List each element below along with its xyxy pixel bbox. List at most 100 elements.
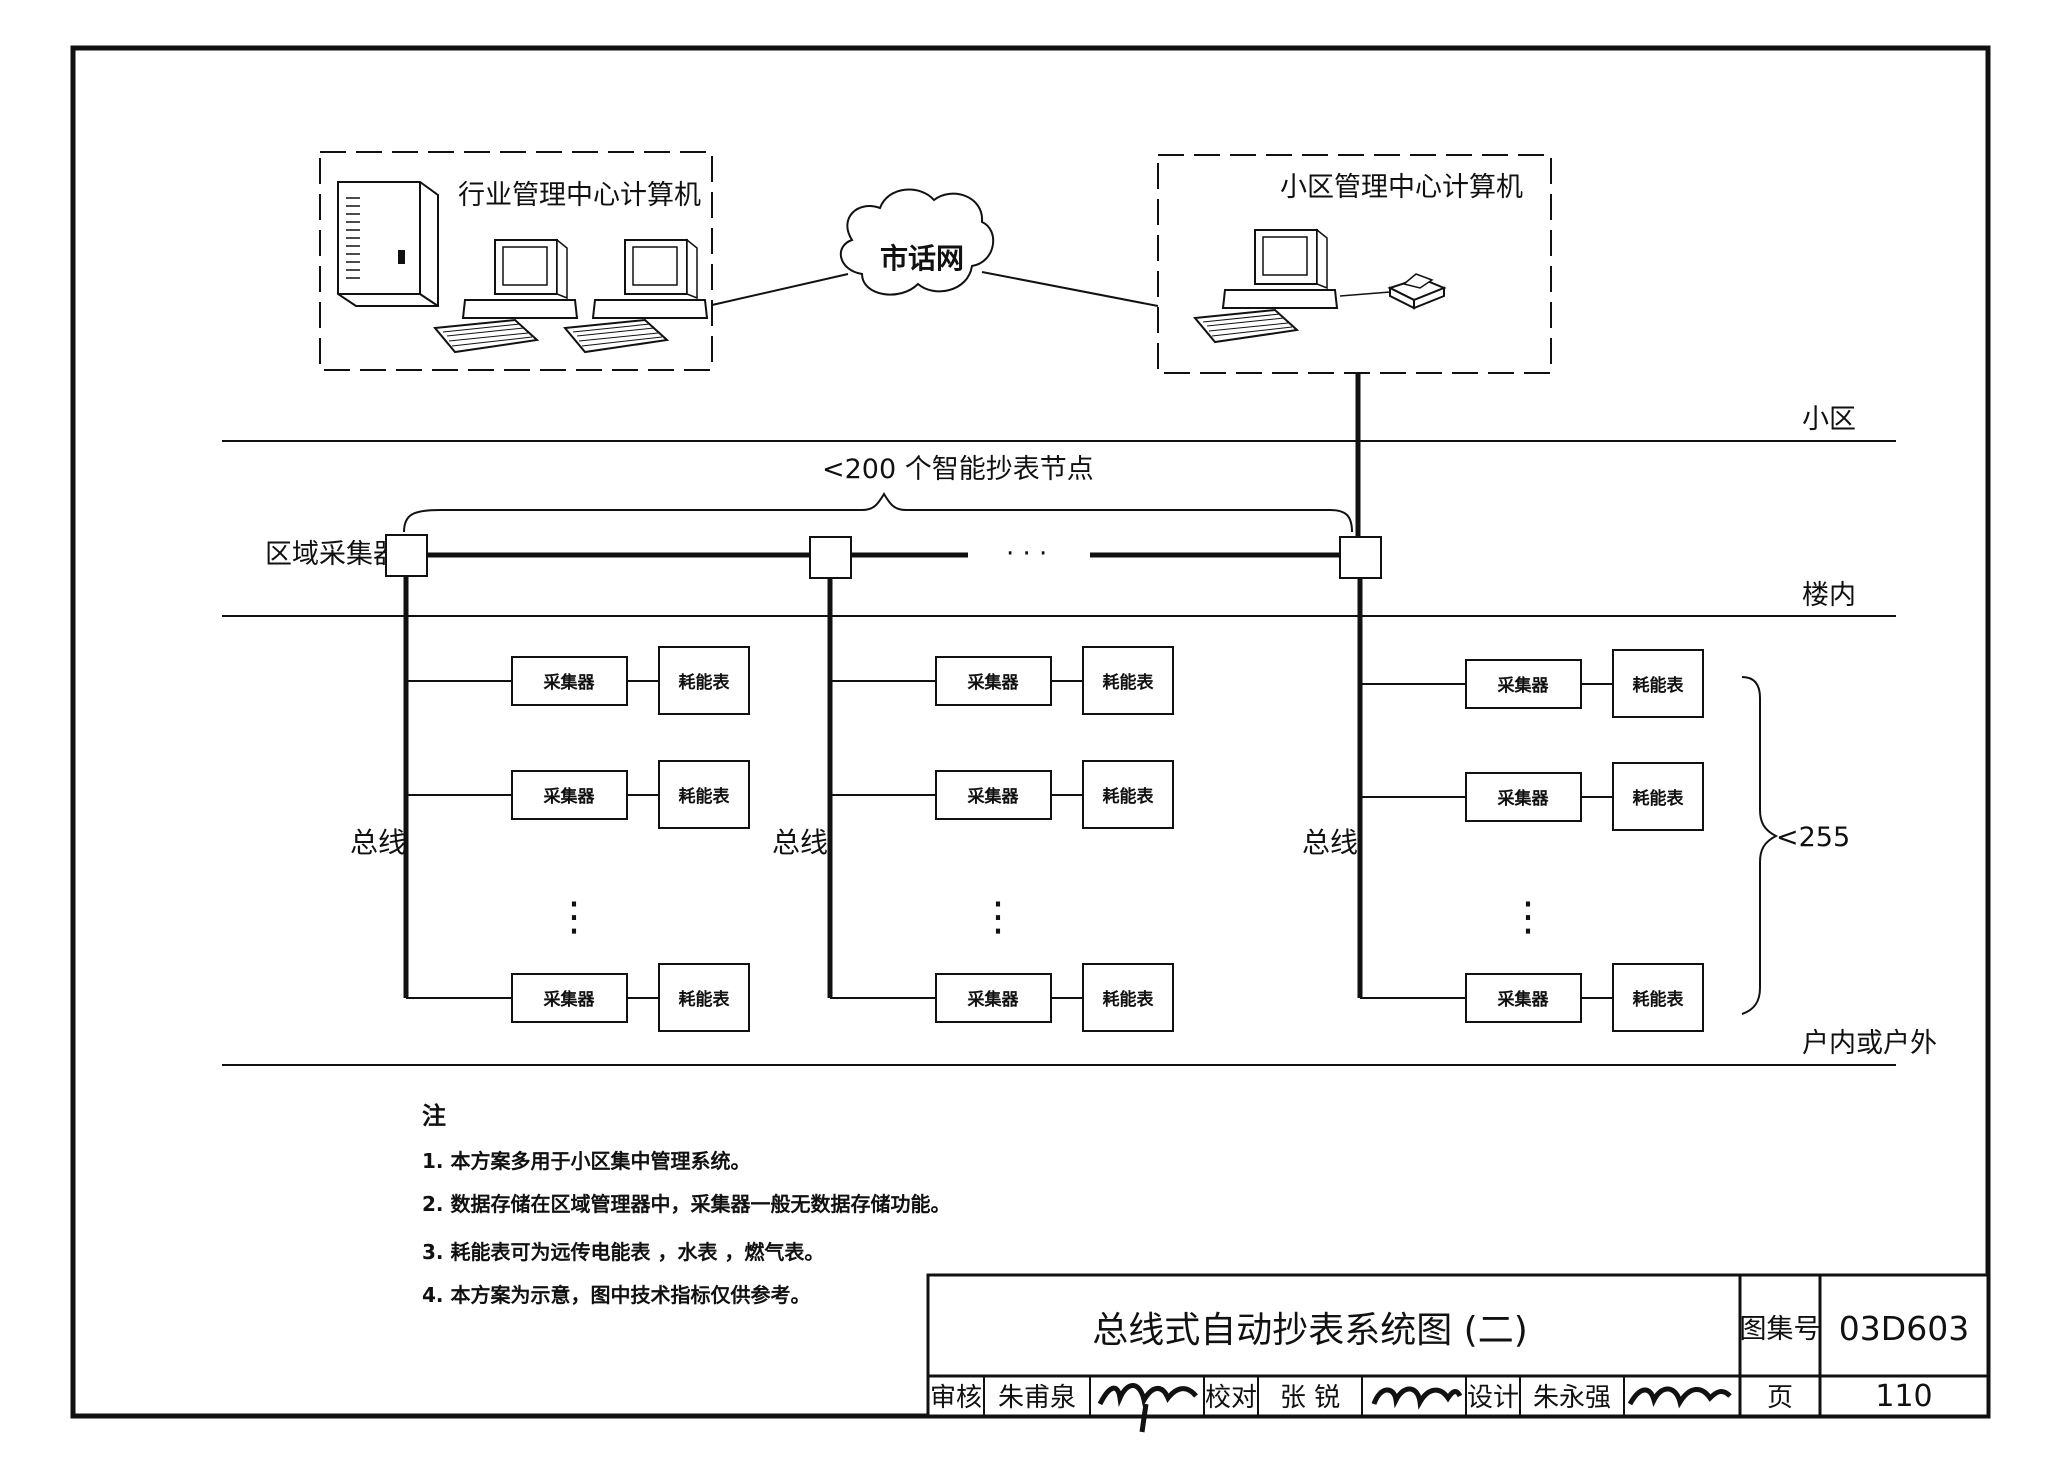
workstation-icon bbox=[433, 238, 579, 354]
regional-collector-label: 区域采集器 bbox=[265, 539, 400, 570]
drawing-title: 总线式自动抄表系统图 (二) bbox=[1092, 1310, 1528, 1351]
page-number: 110 bbox=[1875, 1379, 1932, 1414]
community-center-label: 小区管理中心计算机 bbox=[1280, 172, 1523, 203]
collector-label: 采集器 bbox=[967, 989, 1020, 1010]
designer-signature bbox=[1627, 1386, 1732, 1409]
industry-center-group: 行业管理中心计算机 bbox=[319, 151, 713, 371]
server-icon bbox=[337, 181, 439, 307]
meter-box bbox=[1082, 760, 1174, 829]
collector-box bbox=[511, 770, 628, 820]
node-count-brace bbox=[403, 492, 1353, 533]
note-item: 2. 数据存储在区域管理器中，采集器一般无数据存储功能。 bbox=[422, 1192, 950, 1216]
meter-label: 耗能表 bbox=[1633, 989, 1685, 1010]
collector-box bbox=[935, 656, 1052, 706]
meter-row: 采集器 耗能表 bbox=[406, 963, 750, 1032]
printer-icon bbox=[1339, 273, 1447, 310]
collector-box bbox=[1465, 772, 1582, 822]
meter-row: 采集器 耗能表 bbox=[406, 646, 750, 715]
collector-box bbox=[1465, 659, 1582, 709]
community-center-box bbox=[1157, 154, 1552, 374]
reviewer-name: 朱甫泉 bbox=[998, 1383, 1076, 1413]
bus-ellipsis: · · · bbox=[1006, 539, 1047, 569]
bus-branch: 总线 采集器 耗能表 采集器 耗能表 ⋮ 采集器 耗能表 bbox=[772, 578, 1174, 1032]
collector-label: 采集器 bbox=[967, 672, 1020, 693]
meter-count-label: <255 bbox=[1776, 822, 1850, 853]
title-block: 总线式自动抄表系统图 (二) 图集号 03D603 审核 朱甫泉 校对 张 锐 … bbox=[926, 1273, 1990, 1433]
meter-row: 采集器 耗能表 bbox=[406, 760, 750, 829]
bus-branch: 总线 采集器 耗能表 采集器 耗能表 ⋮ 采集器 耗能表 bbox=[1302, 578, 1704, 1032]
meter-label: 耗能表 bbox=[1103, 786, 1155, 807]
collector-label: 采集器 bbox=[543, 989, 596, 1010]
atlas-label: 图集号 bbox=[1740, 1314, 1821, 1345]
zone-label-community: 小区 bbox=[1802, 404, 1856, 435]
meter-label: 耗能表 bbox=[1633, 675, 1685, 696]
collector-box bbox=[1465, 973, 1582, 1023]
meter-box bbox=[658, 760, 750, 829]
collector-box bbox=[511, 973, 628, 1023]
collector-label: 采集器 bbox=[543, 672, 596, 693]
review-label: 审核 bbox=[930, 1383, 982, 1413]
industry-center-label: 行业管理中心计算机 bbox=[458, 180, 701, 211]
bus-branch: 总线 采集器 耗能表 采集器 耗能表 ⋮ 采集器 耗能表 bbox=[350, 576, 750, 1032]
reviewer-signature bbox=[1097, 1383, 1198, 1433]
collector-box bbox=[935, 770, 1052, 820]
meter-label: 耗能表 bbox=[679, 672, 731, 693]
regional-collector bbox=[1339, 536, 1382, 579]
checker-signature bbox=[1371, 1386, 1463, 1410]
design-label: 设计 bbox=[1467, 1383, 1519, 1413]
collector-label: 采集器 bbox=[1497, 788, 1550, 809]
zone-label-household: 户内或户外 bbox=[1802, 1028, 1937, 1059]
meter-count-brace bbox=[1741, 676, 1779, 1015]
check-label: 校对 bbox=[1205, 1383, 1257, 1413]
zone-label-building: 楼内 bbox=[1802, 580, 1856, 611]
meter-label: 耗能表 bbox=[1103, 989, 1155, 1010]
meter-box bbox=[658, 646, 750, 715]
meter-box bbox=[658, 963, 750, 1032]
meter-box bbox=[1082, 646, 1174, 715]
meter-box bbox=[1612, 963, 1704, 1032]
industry-center-box bbox=[319, 151, 713, 371]
meter-row: 采集器 耗能表 bbox=[1360, 963, 1704, 1032]
collector-label: 采集器 bbox=[543, 786, 596, 807]
page-label: 页 bbox=[1767, 1383, 1793, 1413]
workstation-icon bbox=[563, 238, 709, 354]
meter-label: 耗能表 bbox=[1633, 788, 1685, 809]
meter-row: 采集器 耗能表 bbox=[830, 646, 1174, 715]
collector-label: 采集器 bbox=[1497, 989, 1550, 1010]
collector-label: 采集器 bbox=[967, 786, 1020, 807]
meter-box bbox=[1612, 762, 1704, 831]
row-vdots: ⋮ bbox=[1508, 894, 1548, 940]
designer-name: 朱永强 bbox=[1533, 1383, 1611, 1413]
meter-row: 采集器 耗能表 bbox=[830, 963, 1174, 1032]
collector-label: 采集器 bbox=[1497, 675, 1550, 696]
meter-label: 耗能表 bbox=[679, 786, 731, 807]
workstation-icon bbox=[1193, 228, 1339, 344]
note-item: 3. 耗能表可为远传电能表 ，水表 ，燃气表。 bbox=[422, 1240, 824, 1264]
network-label: 市话网 bbox=[880, 242, 964, 275]
bus-label: 总线 bbox=[1302, 826, 1358, 859]
meter-label: 耗能表 bbox=[679, 989, 731, 1010]
meter-row: 采集器 耗能表 bbox=[1360, 762, 1704, 831]
checker-name: 张 锐 bbox=[1280, 1383, 1340, 1413]
node-count-label: <200 个智能抄表节点 bbox=[822, 454, 1094, 485]
telephone-network-cloud: 市话网 bbox=[839, 188, 995, 296]
row-vdots: ⋮ bbox=[554, 894, 594, 940]
note-item: 1. 本方案多用于小区集中管理系统。 bbox=[422, 1149, 750, 1173]
meter-label: 耗能表 bbox=[1103, 672, 1155, 693]
meter-box bbox=[1612, 649, 1704, 718]
meter-row: 采集器 耗能表 bbox=[830, 760, 1174, 829]
network-link-right bbox=[981, 271, 1159, 307]
network-link-left bbox=[711, 273, 849, 306]
note-item: 4. 本方案为示意，图中技术指标仅供参考。 bbox=[422, 1283, 810, 1307]
row-vdots: ⋮ bbox=[978, 894, 1018, 940]
regional-collector bbox=[385, 534, 428, 577]
atlas-number: 03D603 bbox=[1839, 1309, 1969, 1348]
meter-box bbox=[1082, 963, 1174, 1032]
regional-collector bbox=[809, 536, 852, 579]
bus-label: 总线 bbox=[350, 826, 406, 859]
bus-label: 总线 bbox=[772, 826, 828, 859]
community-center-group: 小区管理中心计算机 bbox=[1157, 154, 1552, 374]
notes-title: 注 bbox=[422, 1102, 446, 1130]
meter-row: 采集器 耗能表 bbox=[1360, 649, 1704, 718]
